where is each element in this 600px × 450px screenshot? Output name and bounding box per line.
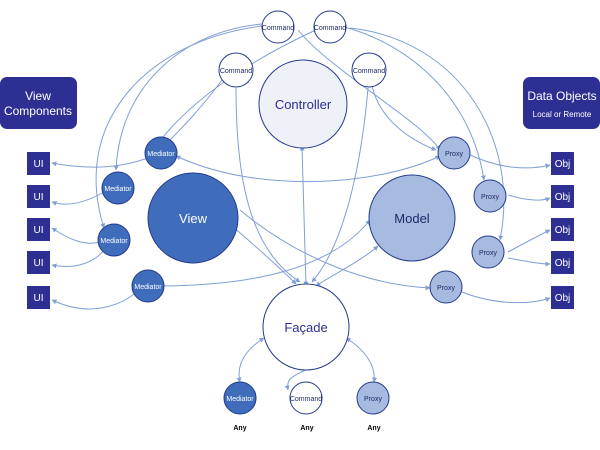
data-objects-line2: Local or Remote: [533, 110, 592, 119]
view-components-header: View Components: [0, 77, 77, 129]
connector-facade-proxy-any: [345, 337, 378, 383]
mediator-node-1: [144, 136, 178, 170]
mediator-node-4: [131, 269, 165, 303]
ui-label-2: UI: [34, 192, 44, 203]
obj-label-1: Obj: [555, 159, 571, 170]
any-proxy-label: Proxy: [364, 396, 382, 403]
proxy-label-2: Proxy: [481, 194, 499, 201]
mediator-node-2: [101, 171, 135, 205]
proxy-node-1: [437, 136, 471, 170]
ui-label-5: UI: [34, 293, 44, 304]
model-node: Model: [368, 174, 456, 262]
connector-ui4-mediator3: [51, 249, 105, 269]
any-mediator-node: [223, 381, 257, 415]
obj-label-2: Obj: [555, 192, 571, 203]
obj-label-5: Obj: [555, 293, 571, 304]
any-command-label: Command: [290, 396, 322, 403]
connector-command4-proxy1: [371, 85, 437, 151]
controller-label: Controller: [275, 97, 332, 112]
any-command-node: [289, 381, 323, 415]
obj-box-5: [551, 286, 574, 309]
ui-label-3: UI: [34, 225, 44, 236]
connector-ui1-mediator1: [51, 157, 149, 168]
connector-command1-proxy1: [297, 29, 441, 151]
mediator-label-2: Mediator: [104, 186, 132, 193]
any-mediator-label: Mediator: [226, 396, 254, 403]
connector-proxy1-obj1: [465, 152, 551, 169]
mediator-nodes: Mediator Mediator Mediator Mediator: [97, 136, 178, 303]
connector-view-proxy4: [239, 209, 431, 291]
any-label-proxy: Any: [367, 425, 380, 432]
connector-command1-mediator3: [95, 25, 263, 229]
connector-ui3-mediator3: [51, 227, 101, 244]
view-label: View: [179, 211, 208, 226]
model-label: Model: [394, 211, 430, 226]
data-objects-line1: Data Objects: [527, 89, 596, 103]
obj-box-3: [551, 218, 574, 241]
command-node-4: [351, 52, 387, 88]
connector-ui5-mediator4: [51, 293, 135, 310]
mediator-node-3: [97, 223, 131, 257]
connector-command1-mediator2: [113, 23, 263, 171]
connector-view-facade: [231, 225, 297, 285]
command-label-2: Command: [314, 25, 346, 32]
proxy-label-1: Proxy: [445, 151, 463, 158]
connector-proxy3-obj3: [507, 229, 551, 253]
command-nodes: Command Command Command Command: [218, 10, 387, 88]
view-node: View: [147, 172, 239, 264]
connector-mediator1-proxy1: [175, 155, 441, 183]
facade-label: Façade: [284, 320, 327, 335]
ui-box-4: [27, 251, 50, 274]
connector-facade-mediator-any: [236, 337, 265, 383]
proxy-node-2: [473, 179, 507, 213]
any-label-mediator: Any: [233, 425, 246, 432]
connector-command2-proxy2: [339, 25, 486, 181]
view-components-line1: View: [25, 89, 51, 103]
connector-controller-facade: [299, 145, 309, 287]
obj-box-4: [551, 251, 574, 274]
ui-box-5: [27, 286, 50, 309]
command-node-3: [218, 52, 254, 88]
connector-ui2-mediator2: [51, 191, 105, 206]
connector-proxy3-obj4: [507, 257, 551, 267]
connector-mediator4-model: [163, 219, 371, 287]
ui-label-4: UI: [34, 258, 44, 269]
connector-model-facade: [315, 245, 379, 287]
obj-boxes: Obj Obj Obj Obj Obj: [551, 152, 574, 309]
any-proxy-node: [356, 381, 390, 415]
command-label-3: Command: [220, 68, 252, 75]
obj-box-2: [551, 185, 574, 208]
proxy-node-3: [471, 235, 505, 269]
proxy-nodes: Proxy Proxy Proxy Proxy: [429, 136, 507, 304]
ui-box-1: [27, 152, 50, 175]
bottom-nodes: Mediator Command Proxy Any Any Any: [223, 381, 390, 432]
command-label-1: Command: [262, 25, 294, 32]
ui-boxes: UI UI UI UI UI: [27, 152, 50, 309]
proxy-label-3: Proxy: [479, 250, 497, 257]
mediator-label-4: Mediator: [134, 284, 162, 291]
ui-box-2: [27, 185, 50, 208]
controller-node: Controller: [258, 59, 348, 149]
data-objects-header: Data Objects Local or Remote: [523, 77, 600, 129]
view-components-line2: Components: [4, 104, 72, 118]
mediator-label-1: Mediator: [147, 151, 175, 158]
command-label-4: Command: [353, 68, 385, 75]
proxy-node-4: [429, 270, 463, 304]
connector-proxy2-obj2: [507, 194, 551, 202]
obj-label-3: Obj: [555, 225, 571, 236]
ui-box-3: [27, 218, 50, 241]
obj-label-4: Obj: [555, 258, 571, 269]
any-label-command: Any: [300, 425, 313, 432]
facade-node: Façade: [262, 283, 350, 371]
command-node-2: [313, 10, 347, 44]
ui-label-1: UI: [34, 159, 44, 170]
proxy-label-4: Proxy: [437, 285, 455, 292]
command-node-1: [261, 10, 295, 44]
mediator-label-3: Mediator: [100, 238, 128, 245]
obj-box-1: [551, 152, 574, 175]
connector-proxy4-obj5: [461, 291, 551, 304]
